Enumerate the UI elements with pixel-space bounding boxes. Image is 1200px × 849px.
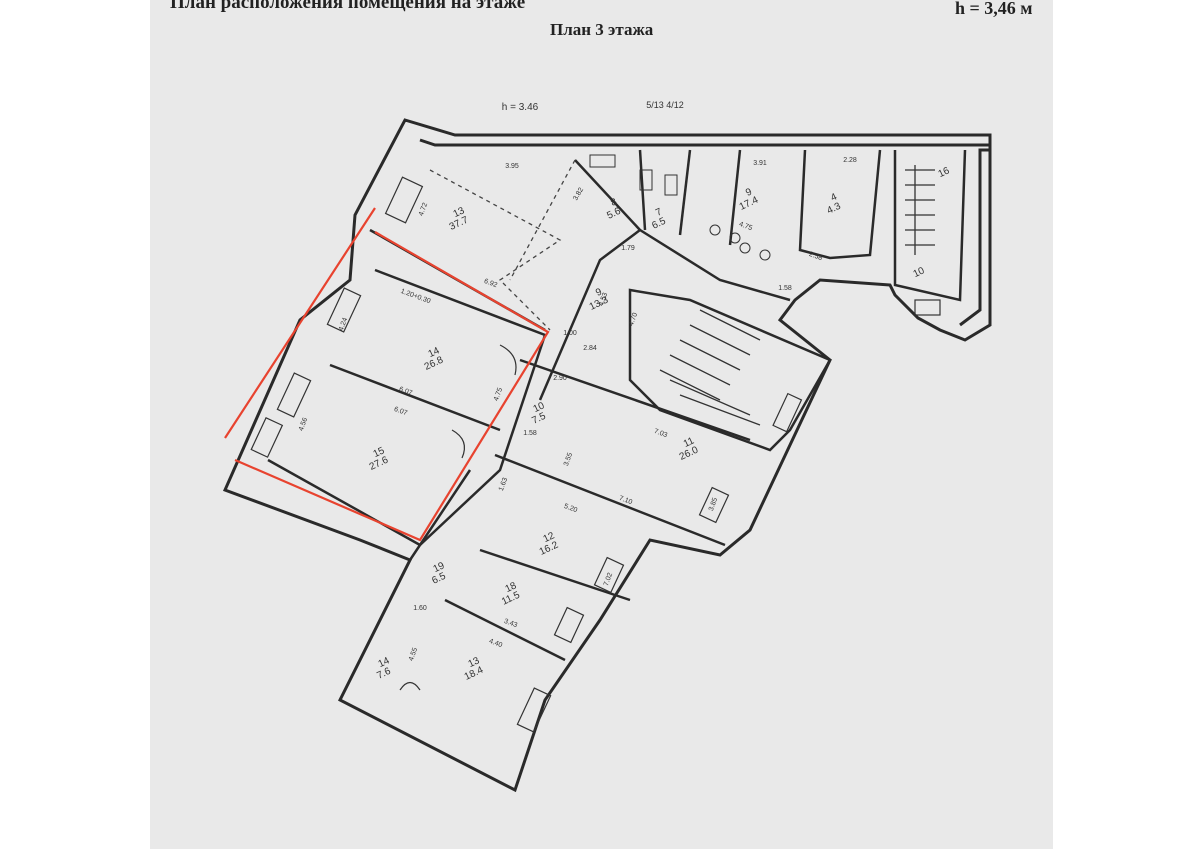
dimension-label: 6.07 [398,386,413,397]
dimension-label: 6.07 [393,406,408,417]
room-number: 8 [609,196,619,209]
floor-title: План 3 этажа [550,20,654,39]
room-number: 12 [542,530,557,545]
room-area: 6.5 [650,216,668,232]
room-number: 14 [377,655,392,670]
dimension-label: 1.63 [498,477,509,492]
dimension-label: 7.03 [653,428,668,439]
scanned-plan-sheet [150,0,1053,849]
dimension-label: 3.85 [708,497,719,512]
dimension-label: 5.20 [563,503,578,514]
dimension-label: 3.95 [505,163,519,170]
ceiling-height: h = 3,46 м [955,0,1033,18]
dimension-label: 1.58 [523,430,537,437]
dimension-label: 7.10 [618,495,633,506]
dimension-label: 3.43 [503,618,518,629]
room-number: 7 [654,206,664,219]
exterior-walls [222,118,992,793]
dimension-label: 6.92 [483,278,498,289]
room-number: 15 [372,445,387,460]
dimension-label: 4.72 [418,202,429,217]
plan-stamp: 5/13 4/12 [646,100,684,110]
room-number: 18 [504,580,519,595]
room-number: 9 [594,286,604,299]
room-area: 26.8 [423,354,446,372]
room-area: 27.6 [368,454,391,472]
room-number: 16 [937,165,952,180]
room-area: 4.3 [825,201,843,217]
dimension-label: 4.40 [488,638,503,649]
room-area: 17.4 [738,194,761,212]
room-number: 14 [427,345,442,360]
room-area: 26.0 [678,444,701,462]
interior-walls [267,149,967,662]
dimension-label: 7.02 [603,572,614,587]
room-number: 10 [532,400,547,415]
room-area: 11.5 [500,590,522,608]
room-area: 7.6 [375,666,393,682]
dimension-label: 4.55 [408,647,419,662]
dimension-label: 4.24 [338,317,349,332]
dimension-label: 2.84 [583,345,597,352]
dimension-label: 2.90 [553,375,567,382]
dimension-label: 1.79 [621,245,635,252]
document-header: План расположения помещения на этаже [170,0,526,13]
room-number: 10 [912,265,927,280]
dimension-label: 4.75 [493,387,504,402]
dimension-label: 1.00 [563,330,577,337]
highlighted-unit-outline [224,207,550,542]
dimension-label: 4.56 [298,417,309,432]
dimension-label: 4.75 [738,221,753,232]
room-area: 37.7 [448,214,471,232]
dashed-zone [429,169,562,331]
staircase-main [659,309,761,426]
room-number: 9 [744,186,754,199]
room-number: 13 [452,205,467,220]
window-marks [250,176,941,733]
room-area: 5.6 [605,206,623,222]
dimension-label: 2.28 [843,157,857,164]
room-number: 13 [467,655,482,670]
dimension-label: 4.53 [598,292,609,307]
room-area: 6.5 [430,571,448,587]
plan-height-note: h = 3.46 [502,102,539,113]
dimension-label: 1.60 [413,605,427,612]
room-area: 16.2 [538,539,561,557]
dashed-diagonal [509,159,576,281]
dimension-label: 3.91 [753,160,767,167]
dimension-label: 4.70 [628,312,639,327]
dimension-label: 3.55 [563,452,574,467]
dimension-label: 2.58 [808,251,823,262]
room-area: 18.4 [463,664,486,682]
sanitary-fixtures [589,154,771,261]
dimension-label: 3.82 [572,187,585,202]
door-arcs [399,344,517,691]
room-number: 4 [829,191,839,204]
room-area: 7.5 [530,411,548,427]
staircase-right [905,165,935,255]
room-number: 19 [432,560,447,575]
room-number: 11 [682,435,696,450]
dimension-label: 1.58 [778,285,792,292]
